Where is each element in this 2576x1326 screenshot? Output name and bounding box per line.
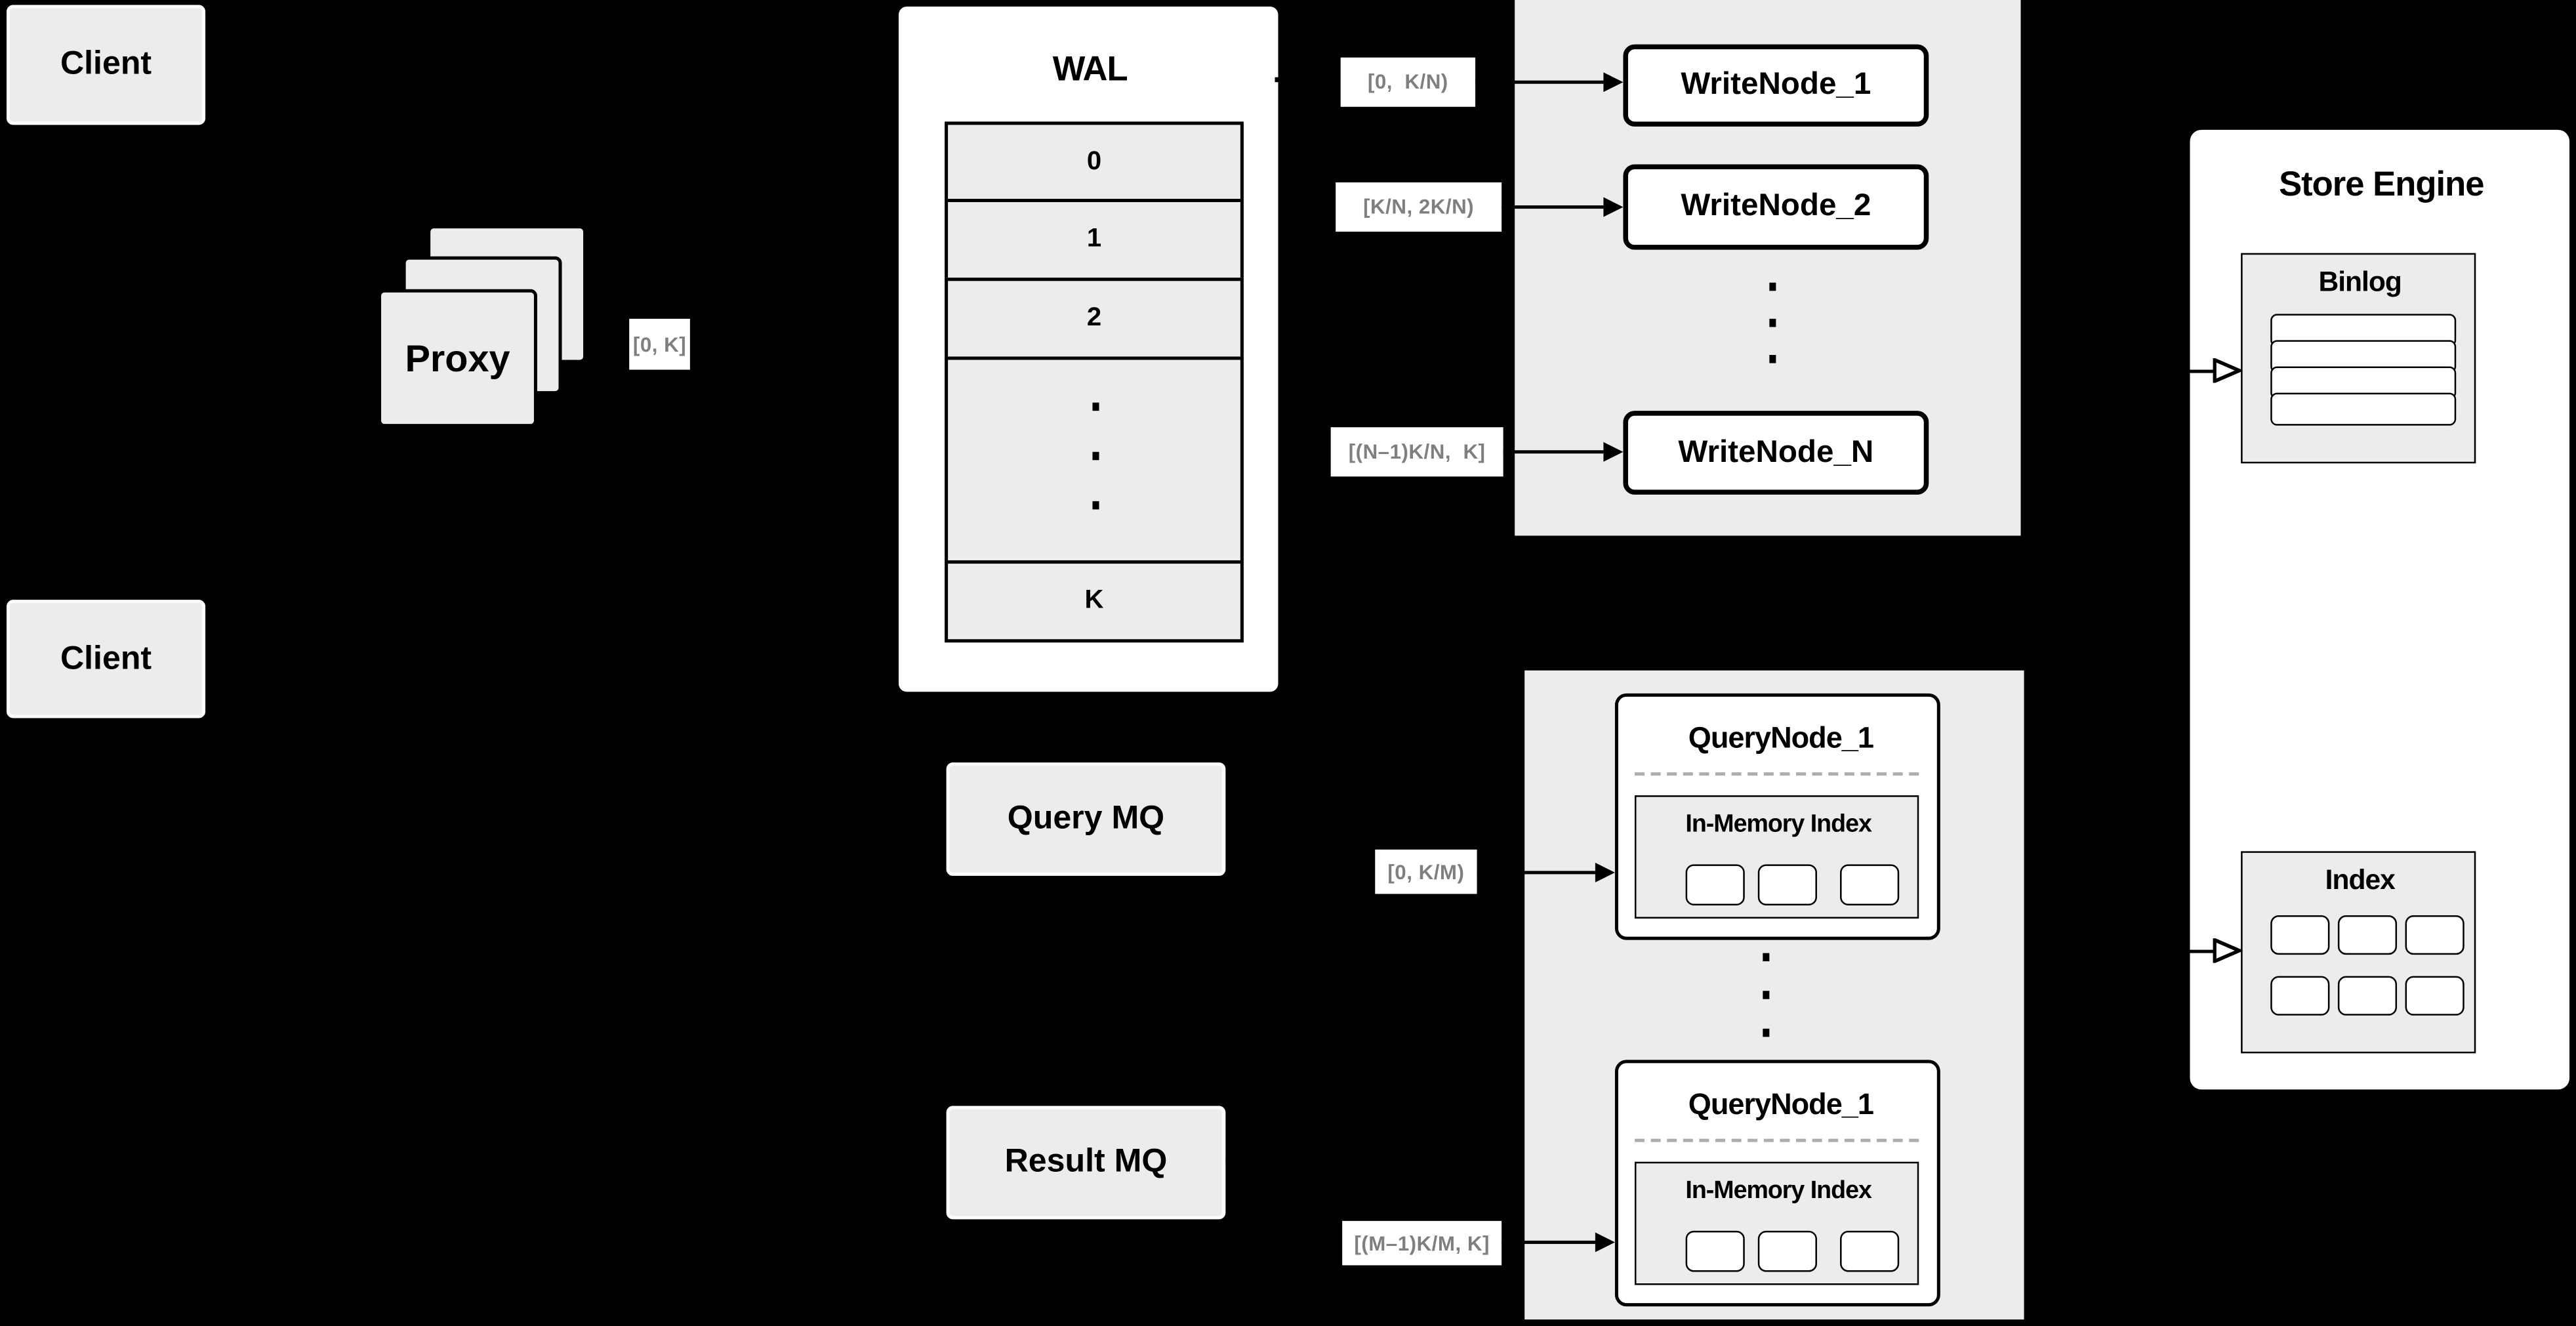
index-segment [1757, 864, 1817, 905]
index-segment [2337, 915, 2398, 955]
in-memory-index-bottom: In-Memory Index [1634, 1161, 1919, 1285]
index-segment [1840, 1230, 1900, 1272]
index-segment [2270, 915, 2330, 955]
index-box: Index [2241, 851, 2476, 1054]
ellipsis-dot [1092, 451, 1099, 461]
wal-title: WAL [1052, 51, 1128, 89]
arrowhead-icon [1603, 197, 1624, 217]
wal-row-0: 0 [945, 121, 1244, 203]
result-mq-label: Result MQ [1004, 1144, 1168, 1180]
ellipsis-dot [1092, 501, 1099, 510]
querynode-bottom: QueryNode_1 In-Memory Index [1614, 1060, 1940, 1307]
store-engine-title: Store Engine [2279, 165, 2484, 204]
binlog-title: Binlog [2318, 266, 2402, 298]
dashed-divider [1634, 772, 1919, 776]
open-arrowhead-icon [2213, 358, 2243, 383]
querynode-top: QueryNode_1 In-Memory Index [1614, 693, 1940, 940]
in-memory-index-bottom-title: In-Memory Index [1685, 1175, 1871, 1204]
writenode-2: WriteNode_2 [1623, 164, 1929, 250]
wal-row-1: 1 [945, 199, 1244, 281]
writenode-n: WriteNode_N [1623, 411, 1929, 495]
binlog-segment [2270, 392, 2457, 426]
index-segment [1685, 864, 1745, 905]
wal-row-ellipsis [945, 356, 1244, 564]
proxy-label: Proxy [405, 336, 510, 379]
arrow-to-querynode-1 [1477, 871, 1595, 875]
range-label-write-n: [(N–1)K/N, K] [1330, 427, 1503, 477]
result-mq-node: Result MQ [946, 1106, 1226, 1220]
arrowhead-icon [1603, 442, 1624, 462]
client-top-label: Client [60, 46, 152, 83]
index-segment [2405, 915, 2464, 955]
index-title: Index [2325, 864, 2396, 896]
ellipsis-dot [1763, 953, 1770, 962]
wal-table: 0 1 2 K [945, 121, 1244, 643]
arrow-stub [1275, 77, 1284, 82]
range-label-query-m: [(M–1)K/M, K] [1342, 1220, 1502, 1266]
index-segment [2270, 976, 2330, 1016]
query-mq-label: Query MQ [1007, 800, 1165, 837]
arrow-to-writenode-2 [1502, 205, 1604, 209]
query-mq-node: Query MQ [946, 762, 1226, 876]
wal-node: WAL 0 1 2 K [897, 5, 1280, 694]
arrowhead-icon [1595, 862, 1615, 882]
arrow-to-writenode-n [1503, 450, 1604, 454]
querynode-bottom-title: QueryNode_1 [1688, 1087, 1874, 1120]
arrow-to-querynode-m [1502, 1240, 1595, 1244]
range-label-proxy-out: [0, K] [629, 318, 690, 370]
arrowhead-icon [1603, 72, 1624, 93]
open-arrowhead-icon [2213, 938, 2243, 963]
client-bottom-label: Client [60, 640, 152, 676]
ellipsis-dot [1769, 354, 1776, 363]
arrow-to-binlog [2178, 369, 2215, 373]
ellipsis-dot [1763, 1028, 1770, 1037]
querynode-top-title: QueryNode_1 [1688, 720, 1874, 754]
wal-row-k: K [945, 560, 1244, 643]
arrow-to-index [2178, 949, 2215, 953]
client-bottom-node: Client [7, 600, 206, 718]
arrowhead-icon [1595, 1232, 1615, 1253]
writenode-1: WriteNode_1 [1623, 44, 1929, 127]
range-label-write-2: [K/N, 2K/N) [1336, 182, 1502, 232]
index-segment [2405, 976, 2464, 1016]
index-segment [1840, 864, 1900, 905]
binlog-box: Binlog [2241, 253, 2476, 464]
range-label-write-1: [0, K/N) [1340, 57, 1476, 107]
ellipsis-dot [1763, 991, 1770, 999]
index-segment [1757, 1230, 1817, 1272]
dashed-divider [1634, 1138, 1919, 1142]
index-segment [1685, 1230, 1745, 1272]
arrow-to-writenode-1 [1475, 80, 1604, 84]
store-engine-node: Store Engine Binlog Index [2188, 128, 2571, 1091]
ellipsis-dot [1092, 402, 1099, 411]
ellipsis-dot [1769, 282, 1776, 291]
arrow-stub [1225, 1158, 1234, 1163]
in-memory-index-top-title: In-Memory Index [1685, 809, 1871, 838]
client-top-node: Client [7, 5, 206, 125]
wal-row-2: 2 [945, 278, 1244, 360]
in-memory-index-top: In-Memory Index [1634, 795, 1919, 919]
ellipsis-dot [1769, 318, 1776, 327]
proxy-node: Proxy [378, 289, 537, 428]
range-label-query-1: [0, K/M) [1375, 849, 1477, 894]
index-segment [2337, 976, 2398, 1016]
